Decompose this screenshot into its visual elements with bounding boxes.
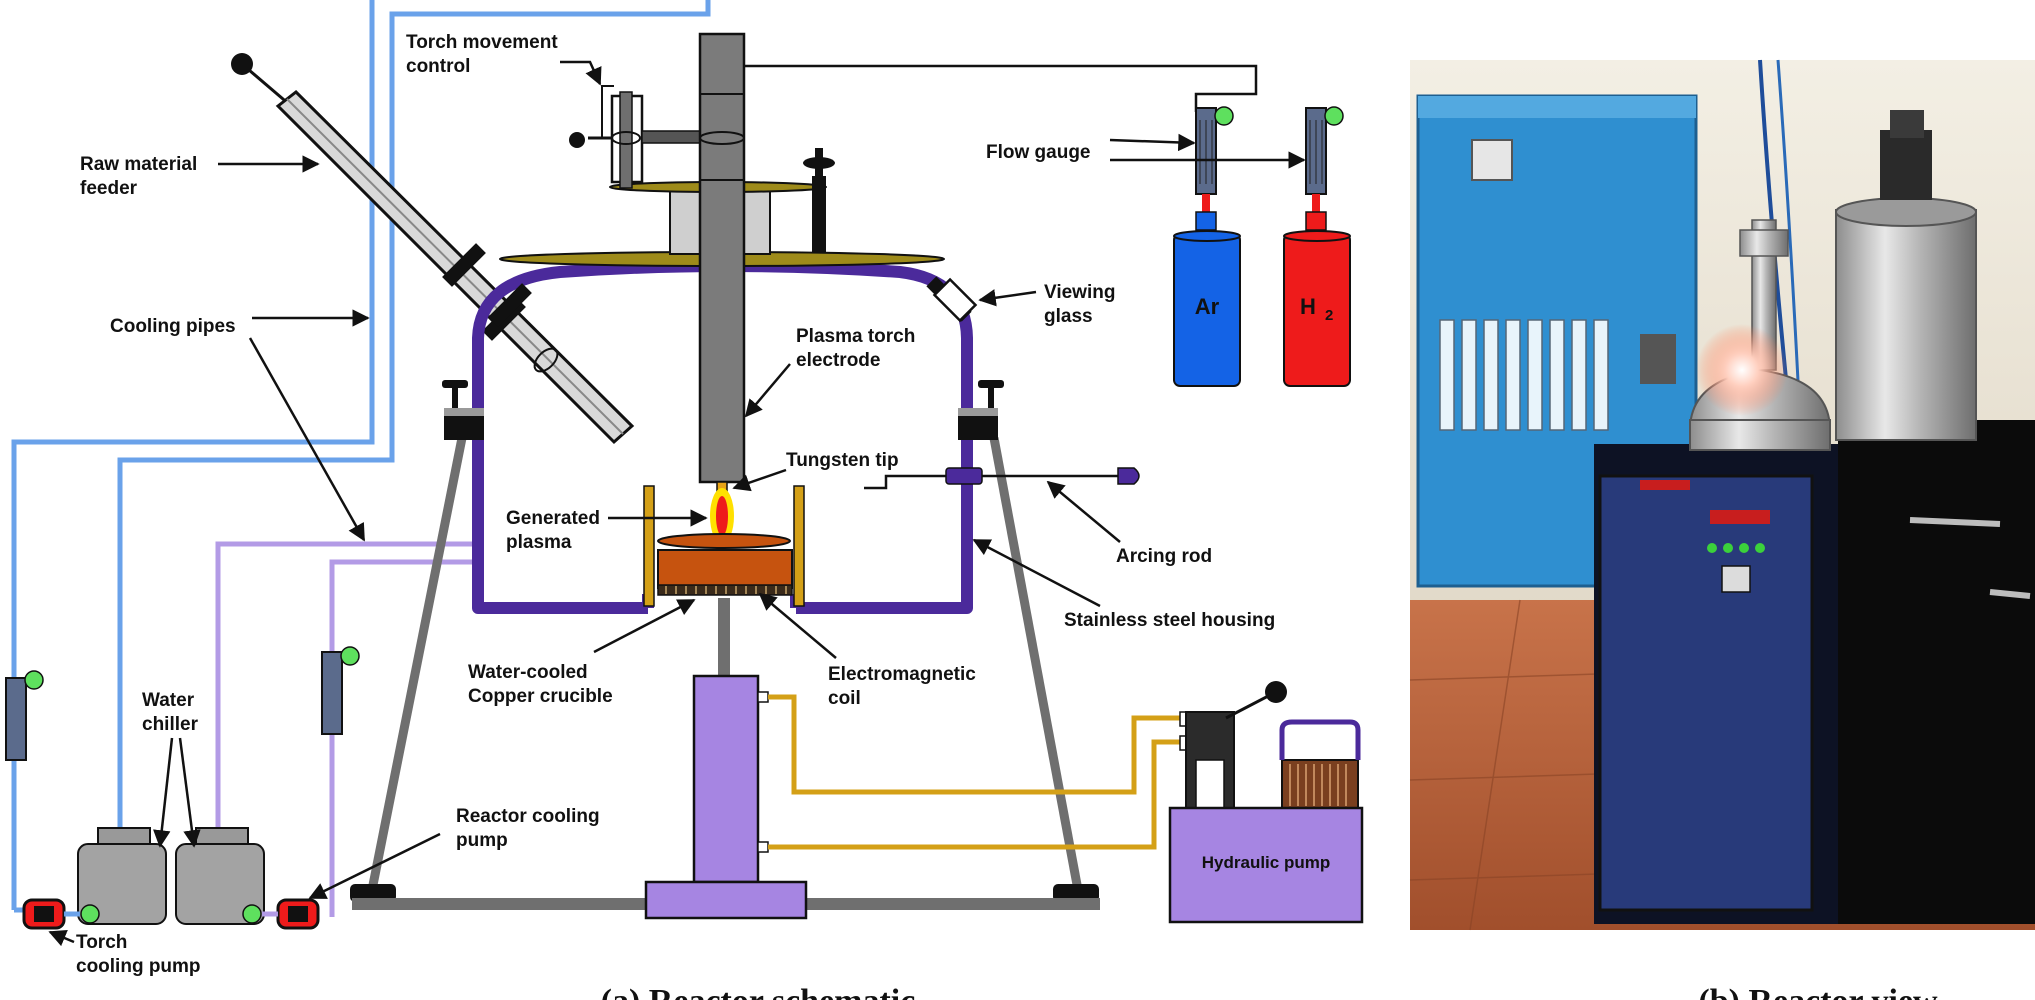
label-torch-cooling-pump-1: Torch	[76, 932, 127, 953]
flow-gauge-argon	[1195, 106, 1234, 214]
arrow-em-coil	[758, 592, 837, 659]
feeder-port	[488, 283, 532, 327]
copper-crucible	[643, 485, 805, 607]
pipe-gauge-middle	[321, 646, 360, 735]
arrow-water-chiller-2	[178, 737, 201, 848]
label-viewing-glass-2: glass	[1044, 306, 1093, 327]
label-em-coil-2: coil	[828, 688, 861, 709]
label-plasma-electrode-2: electrode	[796, 350, 880, 371]
electromagnetic-coil	[665, 586, 787, 594]
label-em-coil-1: Electromagnetic	[828, 664, 976, 685]
foot-right	[1053, 884, 1099, 902]
torch-cooling-pump	[22, 898, 66, 930]
hydraulic-column	[644, 598, 808, 920]
raw-material-feeder	[231, 53, 635, 445]
caption-schematic: (a) Reactor schematic	[601, 983, 916, 1000]
label-cooling-pipes: Cooling pipes	[110, 316, 236, 337]
label-reactor-cooling-pump-1: Reactor cooling	[456, 806, 600, 827]
hydraulic-pump-label: Hydraulic pump	[1202, 853, 1330, 872]
arrow-plasma-electrode	[744, 363, 791, 418]
gas-supply-line	[744, 64, 1258, 112]
hydrogen-cylinder: H 2	[1283, 211, 1351, 387]
hydraulic-pump: Hydraulic pump	[1168, 681, 1364, 924]
water-chiller-2	[175, 827, 265, 925]
label-torch-cooling-pump-2: cooling pump	[76, 956, 201, 977]
label-viewing-glass-1: Viewing	[1044, 282, 1115, 303]
label-water-chiller-2: chiller	[142, 714, 199, 735]
label-reactor-cooling-pump-2: pump	[456, 830, 508, 851]
arrow-cooling-pipes-2	[248, 337, 366, 542]
label-raw-feeder-2: feeder	[80, 178, 138, 199]
water-chiller-1	[77, 827, 167, 925]
arrow-arcing-rod	[1046, 480, 1121, 543]
label-raw-feeder-1: Raw material	[80, 154, 197, 175]
reactor-schematic: Ar H 2 Hydraulic pump	[5, 0, 1364, 1000]
caption-photo: (b) Reactor view	[1698, 983, 1938, 1000]
label-copper-crucible-2: Copper crucible	[468, 686, 613, 707]
arrow-reactor-cooling-pump	[308, 832, 441, 900]
arrow-torch-movement	[560, 60, 602, 86]
arrow-flow-gauge-1	[1109, 133, 1196, 152]
torch-movement-control	[569, 85, 705, 189]
arrow-water-chiller-1	[153, 737, 174, 848]
label-torch-movement-2: control	[406, 56, 470, 77]
pipe-gauge-left	[5, 670, 44, 761]
label-torch-movement-1: Torch movement	[406, 32, 558, 53]
foot-left	[350, 884, 396, 902]
label-stainless-housing: Stainless steel housing	[1064, 610, 1275, 631]
tripod-legs	[367, 437, 1083, 891]
plasma-glow	[1696, 324, 1788, 416]
arrow-copper-crucible	[593, 598, 696, 654]
plasma-torch-electrode	[698, 32, 746, 495]
label-plasma-electrode-1: Plasma torch	[796, 326, 915, 347]
label-water-chiller-1: Water	[142, 690, 195, 711]
hydrogen-label: H	[1300, 294, 1316, 319]
label-arcing-rod: Arcing rod	[1116, 546, 1212, 567]
reactor-cooling-pump	[276, 898, 320, 930]
label-generated-plasma-2: plasma	[506, 532, 572, 553]
label-tungsten-tip: Tungsten tip	[786, 450, 899, 471]
hydrogen-subscript: 2	[1325, 307, 1333, 324]
label-generated-plasma-1: Generated	[506, 508, 600, 529]
label-flow-gauge: Flow gauge	[986, 142, 1091, 163]
viewing-glass	[926, 276, 978, 323]
argon-label: Ar	[1195, 294, 1220, 319]
arrow-viewing-glass	[978, 289, 1037, 307]
argon-cylinder: Ar	[1173, 211, 1241, 387]
hydraulic-lines	[768, 694, 1180, 850]
rotameters	[1439, 319, 1609, 431]
arrow-tungsten-tip	[732, 468, 787, 492]
photo-chamber	[1835, 209, 1977, 441]
generated-plasma	[710, 488, 734, 544]
arcing-rod	[864, 467, 1140, 490]
arrow-stainless-housing	[972, 538, 1101, 608]
leg-hinges	[442, 380, 1004, 440]
flow-gauge-hydrogen	[1305, 106, 1344, 214]
arrow-torch-cooling-pump	[48, 929, 75, 947]
label-copper-crucible-1: Water-cooled	[468, 662, 588, 683]
reactor-photo: (b) Reactor view	[1409, 59, 2035, 1000]
reactor-cooling-pipes	[215, 541, 476, 917]
